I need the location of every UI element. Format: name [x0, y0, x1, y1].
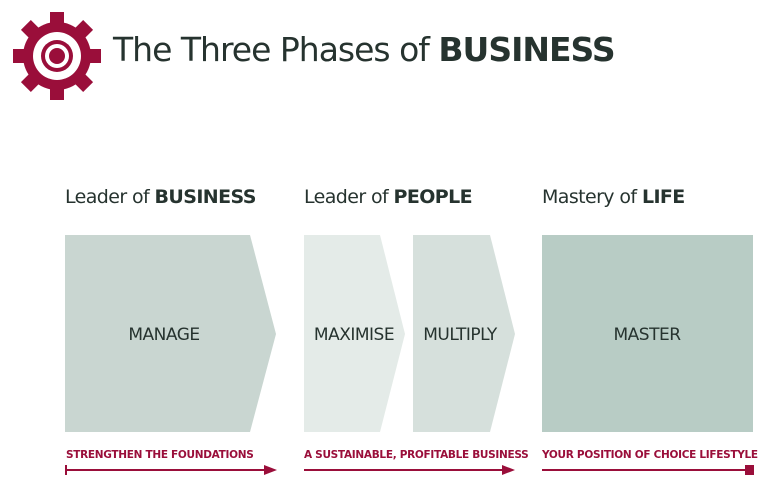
caption-foundations: STRENGTHEN THE FOUNDATIONS — [66, 449, 254, 461]
arrowhead-2 — [502, 465, 515, 475]
phase-heading-life: Mastery of LIFE — [542, 186, 685, 208]
maximise-arrow — [304, 235, 405, 432]
multiply-label: MULTIPLY — [423, 325, 498, 345]
timeline-end-square — [745, 465, 754, 475]
manage-arrow — [65, 235, 276, 432]
page-title: The Three Phases of BUSINESS — [113, 30, 616, 69]
multiply-arrow — [413, 235, 515, 432]
phase-heading-people: Leader of PEOPLE — [304, 186, 473, 208]
gear-target-icon — [13, 12, 101, 100]
phase-heading-business: Leader of BUSINESS — [65, 186, 256, 208]
caption-lifestyle: YOUR POSITION OF CHOICE LIFESTYLE — [542, 449, 758, 461]
manage-label: MANAGE — [128, 325, 199, 345]
master-box — [542, 235, 753, 432]
master-label: MASTER — [613, 325, 681, 345]
arrowhead-1 — [264, 465, 277, 475]
maximise-label: MAXIMISE — [314, 325, 394, 345]
caption-sustainable: A SUSTAINABLE, PROFITABLE BUSINESS — [304, 449, 529, 461]
